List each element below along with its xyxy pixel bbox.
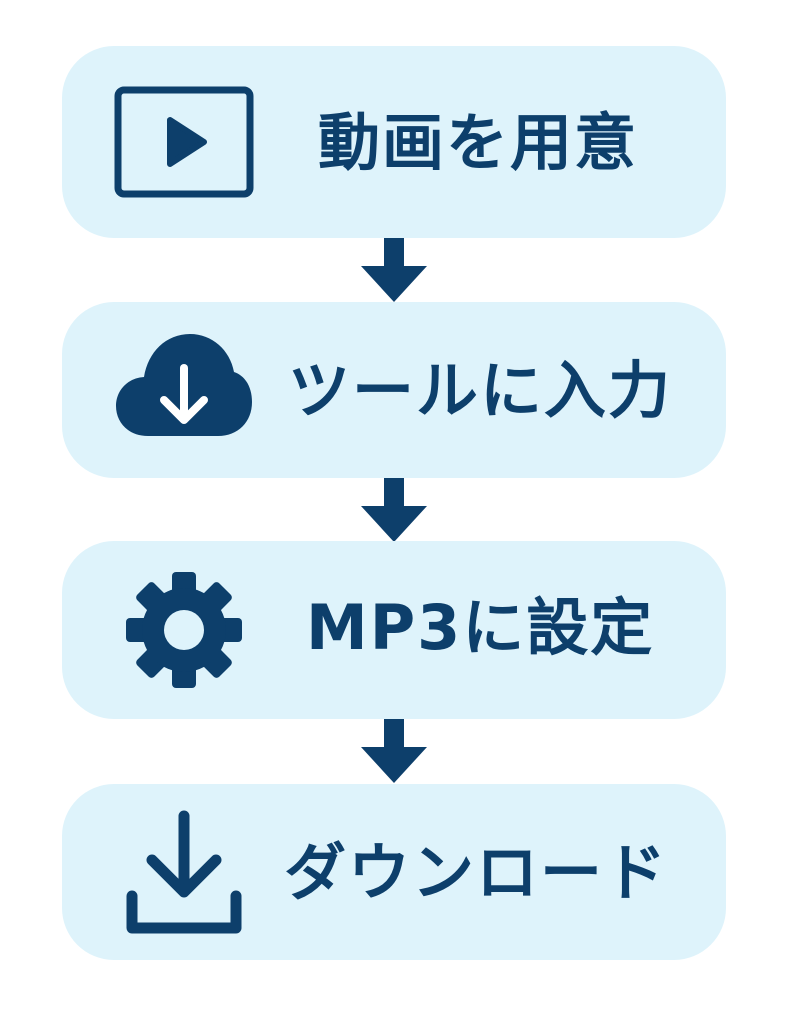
step-download: ダウンロード [62,784,726,960]
arrow-down-icon [361,719,427,783]
arrow-down-icon [361,478,427,542]
cloud-download-icon [114,330,254,450]
step-label: 動画を用意 [318,106,639,179]
video-play-icon [114,86,254,198]
arrow-down-icon [361,238,427,302]
step-input-tool: ツールに入力 [62,302,726,478]
step-label: ツールに入力 [288,354,673,427]
step-label: MP3に設定 [306,591,655,664]
gear-icon [124,567,244,693]
step-set-mp3: MP3に設定 [62,541,726,719]
step-label: ダウンロード [284,836,669,909]
download-icon [124,810,244,936]
step-prepare-video: 動画を用意 [62,46,726,238]
